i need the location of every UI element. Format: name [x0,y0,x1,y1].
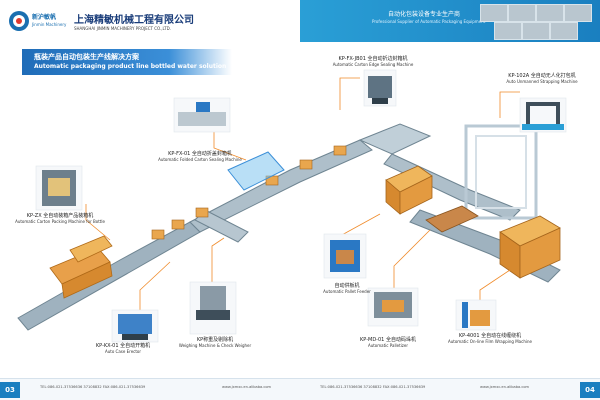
conveyor-mid [189,139,373,233]
label-edge-sealer: KP-FX-JB01 全自动折边封箱机 Automatic Carton Edg… [318,55,428,67]
label-en: Auto Unmanned Strapping Machine [506,79,578,84]
title-banner: 瓶装产品自动包装生产线解决方案 Automatic packaging prod… [22,49,232,75]
company-logo: 新沪敏帆 Jinmin Machinery [8,10,66,34]
label-en: Weighing Machine & Check Weigher [178,343,252,348]
conveyor-top [358,123,432,155]
footer-website-left[interactable]: www.jxmxc.en.alibaba.com [222,385,272,389]
label-strapper: KP-102A 全自动无人化打包机 Auto Unmanned Strappin… [490,72,594,84]
label-cn: KP-FX-JB01 全自动折边封箱机 [338,56,408,62]
page-number-right: 04 [580,382,600,398]
label-cn: KP-KX-01 全自动开箱机 [95,343,151,349]
label-case-erector: KP-KX-01 全自动开箱机 Auto Case Erector [80,342,166,354]
label-en: Automatic On-line Film Wrapping Machine [448,339,532,344]
machine-photo-folding-sealer [173,97,231,133]
pallet-base [425,205,479,233]
callout-line [85,204,111,241]
label-en: Automatic Carton Edge Sealing Machine [332,62,414,67]
header-photo [564,4,592,22]
footer-contact-right: TEL:086-021-37536636 37108832 FAX:086-02… [320,385,426,389]
bottle-crates [49,235,113,299]
label-folding-sealer: KP-FX-01 全自动折盖封箱机 Automatic Folded Carto… [150,150,250,162]
logo-mark-icon [9,11,29,31]
callout-line [339,77,360,110]
company-name-cn: 上海精敏机械工程有限公司 [74,15,194,26]
header-right: 自动化包装设备专业生产商 Professional Supplier of Au… [300,0,600,42]
machine-photo-case-erector [111,309,159,343]
slogan-cn: 自动化包装设备专业生产商 [388,11,461,18]
page-number-left: 03 [0,382,20,398]
label-cn: KP-102A 全自动无人化打包机 [508,73,576,79]
label-cn: KP称重及剔除机 [196,337,234,343]
label-en: Automatic Folded Carton Sealing Machine [158,157,242,162]
label-cn: KP-FX-01 全自动折盖封箱机 [168,151,232,157]
label-cn: KP-4001 全自动在线缠绕机 [458,333,522,339]
machine-photo-edge-sealer [363,69,397,107]
header-left: 新沪敏帆 Jinmin Machinery 上海精敏机械工程有限公司 SHANG… [0,0,300,42]
header-photo [494,22,522,40]
label-cn: KP-ZX 全自动装箱产品装箱机 [26,213,94,219]
pallet-stack [499,215,561,279]
label-cn: 自动供板机 [334,283,360,289]
sealing-enclosure [227,151,285,191]
carton-stack [385,165,433,215]
machine-photo-pallet-feeder [323,233,367,279]
callout-line [499,91,520,118]
header-photo [480,4,508,22]
machine-photo-case-packer [35,165,83,211]
label-wrapper: KP-4001 全自动在线缠绕机 Automatic On-line Film … [440,332,540,344]
label-en: Automatic Palletizer [367,343,409,348]
palletizer-frame [464,124,538,220]
slogan-en: Professional Supplier of Automatic Packa… [372,19,486,24]
footer-contact-left: TEL:086-021-37536636 37108832 FAX:086-02… [40,385,146,389]
header-photo [508,4,536,22]
label-weigher: KP称重及剔除机 Weighing Machine & Check Weighe… [168,336,262,348]
footer-website-right[interactable]: www.jxmxc.en.alibaba.com [480,385,530,389]
header-photo [522,22,550,40]
callout-line [211,237,225,286]
header-photo [550,22,578,40]
machine-photo-weigher [189,281,237,335]
carton-boxes [151,145,347,240]
label-en: Automatic Carton Packing Machine for Bot… [15,219,105,224]
header-photo [536,4,564,22]
logo-name-en: Jinmin Machinery [32,22,67,27]
logo-name-cn: 新沪敏帆 [32,14,57,21]
callout-lines [85,77,520,330]
label-palletizer: KP-MD-01 全自动码垛机 Automatic Palletizer [346,336,430,348]
label-pallet-feeder: 自动供板机 Automatic Pallet Feeder [310,282,384,294]
footer: 03 TEL:086-021-37536636 37108832 FAX:086… [0,378,600,400]
machine-photo-strapper [519,97,567,133]
label-case-packer: KP-ZX 全自动装箱产品装箱机 Automatic Carton Packin… [12,212,108,224]
title-cn: 瓶装产品自动包装生产线解决方案 [34,53,139,61]
label-en: Auto Case Erector [104,349,142,354]
company-name-en: SHANGHAI JINMIN MACHINERY PROJECT CO.,LT… [74,26,172,31]
title-en: Automatic packaging product line bottled… [34,63,227,70]
machine-photo-wrapper [455,299,497,331]
header: 新沪敏帆 Jinmin Machinery 上海精敏机械工程有限公司 SHANG… [0,0,600,42]
machine-photo-palletizer [367,287,419,327]
label-cn: KP-MD-01 全自动码垛机 [360,337,416,343]
label-en: Automatic Pallet Feeder [323,289,371,294]
